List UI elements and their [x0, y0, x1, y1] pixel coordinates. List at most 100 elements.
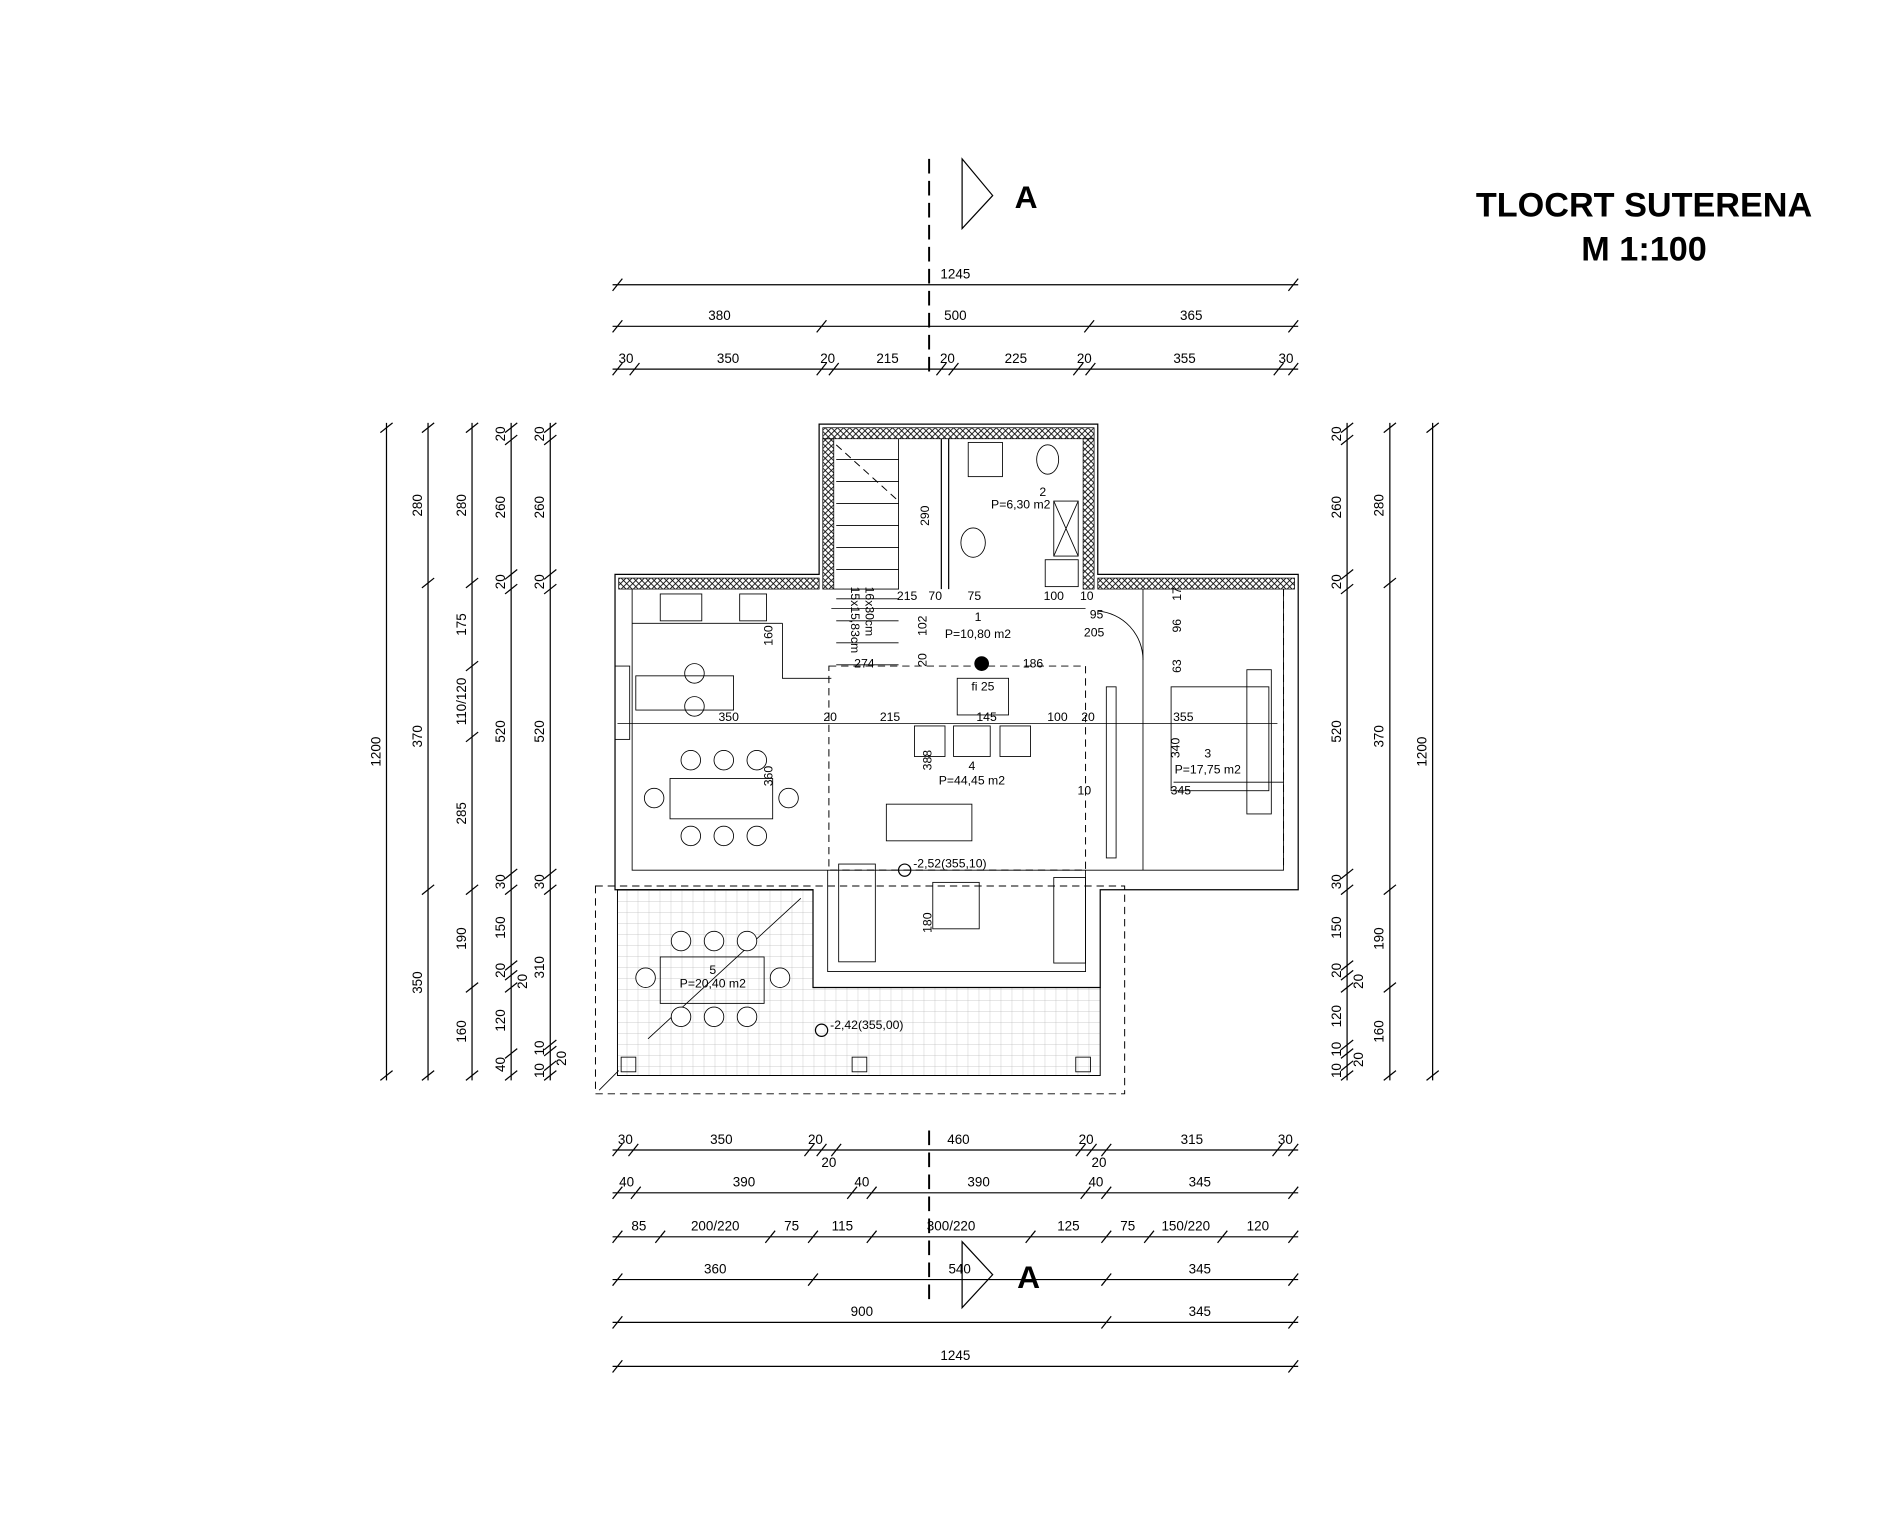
dimension-tick	[1383, 884, 1397, 896]
dimension-label: 355	[1173, 351, 1195, 366]
dimension-label: 115	[832, 1219, 853, 1234]
dimension-tick	[504, 1048, 518, 1059]
dimension-tick	[543, 583, 557, 595]
interior-dimension-label: 102	[916, 615, 930, 636]
dimension-tick	[830, 1143, 842, 1157]
dimension-label: 20	[1351, 1052, 1366, 1067]
dimension-label: 150	[493, 916, 508, 938]
toilet-icon	[1036, 444, 1060, 475]
dimension-tick	[421, 577, 435, 589]
stair-spec-2: 15x15,83cm	[848, 587, 862, 654]
bottom-dim-row-6: 1245	[612, 1348, 1299, 1373]
interior-dimension-label: 186	[1023, 656, 1044, 670]
interior-dimension-label: fi 25	[971, 680, 994, 694]
dimension-tick	[465, 660, 479, 672]
dimension-label: 20	[1329, 574, 1344, 589]
dimension-tick	[543, 422, 557, 434]
dimension-label: 150	[1329, 916, 1344, 938]
dimension-label: 350	[410, 971, 425, 993]
room-2-area: P=6,30 m2	[991, 497, 1051, 511]
interior-dimension-label: 345	[1171, 783, 1192, 797]
room-5-number: 5	[709, 963, 716, 977]
dimension-label: 10	[532, 1063, 547, 1078]
dimension-tick	[1340, 583, 1354, 595]
window	[614, 665, 631, 740]
dimension-label: 20	[554, 1051, 569, 1066]
interior-dimension-label: 340	[1169, 738, 1183, 759]
interior-dimension-label: 160	[762, 625, 776, 646]
interior-dimension-label: 63	[1170, 659, 1184, 673]
dimension-tick	[421, 1070, 435, 1081]
dimension-tick	[1340, 434, 1354, 446]
terrace-table	[659, 956, 765, 1004]
interior-dimension-label: 100	[1044, 589, 1065, 603]
interior-dimension-label: 145	[976, 710, 997, 724]
furniture	[614, 441, 1272, 1028]
dimension-label: 360	[704, 1261, 726, 1276]
chimney-icon	[974, 656, 989, 671]
dimension-tick	[504, 434, 518, 446]
room-3-area: P=17,75 m2	[1175, 763, 1241, 777]
dimension-tick	[1287, 1186, 1299, 1200]
dimension-label: 40	[619, 1175, 634, 1190]
dimension-label: 900	[851, 1304, 873, 1319]
sofa-2	[838, 863, 876, 963]
dimension-tick	[543, 1070, 557, 1081]
dimension-tick	[504, 884, 518, 896]
dimension-tick	[1340, 969, 1354, 981]
dimension-tick	[764, 1230, 776, 1244]
room-3-number: 3	[1204, 747, 1211, 761]
dimension-tick	[1383, 982, 1397, 993]
dimension-tick	[504, 960, 518, 971]
dimension-label: 10	[1329, 1042, 1344, 1057]
dimension-tick	[1273, 362, 1285, 376]
dimension-label: 20	[1079, 1132, 1094, 1147]
dimension-label: 30	[493, 874, 508, 889]
dimension-tick	[379, 422, 393, 434]
dimension-tick	[1287, 1230, 1299, 1244]
dimension-label: 75	[1120, 1219, 1135, 1234]
dimension-tick	[543, 434, 557, 446]
dimension-tick	[465, 422, 479, 434]
dimension-tick	[1383, 422, 1397, 434]
dimension-label: 30	[618, 1132, 633, 1147]
dimension-label: 10	[1329, 1063, 1344, 1078]
dimension-tick	[866, 1230, 878, 1244]
dimension-label: 20	[515, 974, 530, 989]
dimension-tick	[866, 1186, 878, 1200]
interior-dimension-label: 96	[1170, 619, 1184, 633]
section-arrow-bottom-icon	[961, 1240, 994, 1310]
dimension-tick	[1340, 868, 1354, 880]
left-dim-col-1: 1200	[368, 422, 393, 1081]
room-4-number: 4	[968, 759, 975, 773]
interior-dimension-label: 20	[823, 710, 837, 724]
stove-icon	[739, 593, 767, 622]
dimension-tick	[612, 1315, 623, 1329]
dimension-label: 350	[710, 1132, 732, 1147]
dimension-label: 345	[1189, 1261, 1211, 1276]
interior-dimension-label: 388	[921, 750, 935, 771]
dimension-tick	[612, 1186, 623, 1200]
section-label-bottom: A	[1017, 1259, 1040, 1295]
dimension-label: 110/120	[454, 678, 469, 726]
dimension-tick	[654, 1230, 666, 1244]
dimension-tick	[504, 982, 518, 993]
dimension-tick	[465, 577, 479, 589]
dimension-tick	[816, 362, 827, 376]
dimension-label: 175	[454, 613, 469, 635]
living-zone-outline	[828, 665, 1087, 871]
dimension-tick	[1340, 1060, 1354, 1072]
dimension-tick	[1340, 1070, 1354, 1081]
dimension-tick	[816, 1143, 827, 1157]
bed	[1170, 686, 1270, 792]
dimension-tick	[465, 884, 479, 896]
interior-dimension-label: 10	[1078, 783, 1092, 797]
dimension-tick	[1075, 1143, 1087, 1157]
staircase	[835, 444, 899, 666]
dimension-label: 215	[876, 351, 898, 366]
